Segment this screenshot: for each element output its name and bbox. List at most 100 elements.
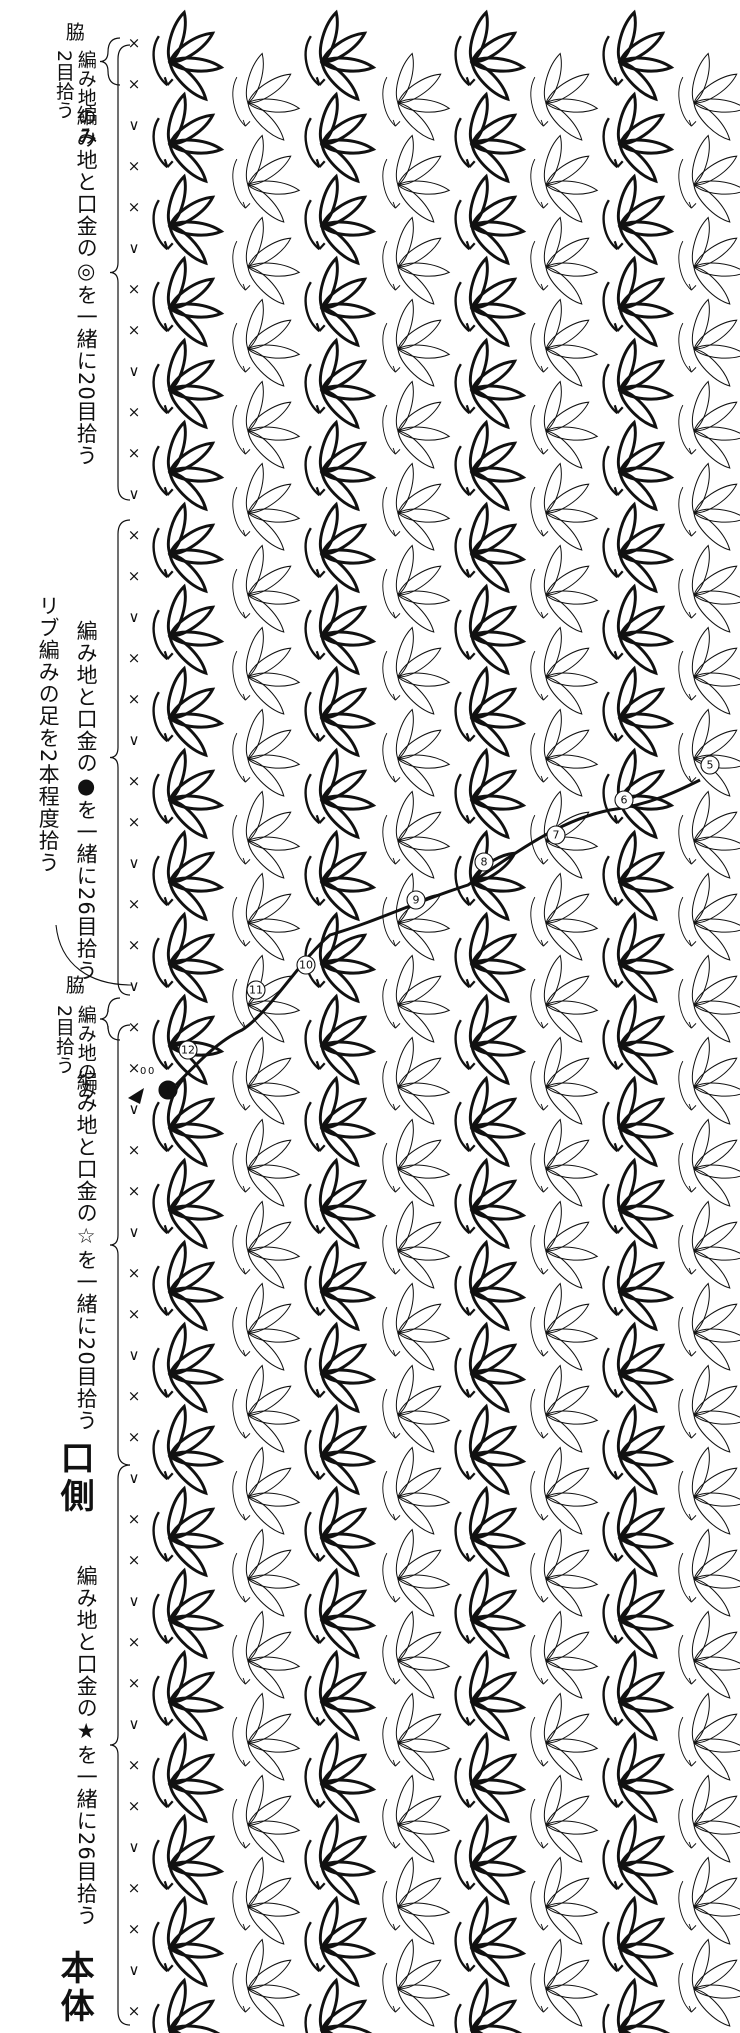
fan-stitch-thin xyxy=(374,537,457,644)
fan-stitch-thin xyxy=(670,1275,740,1382)
edge-symbol: × xyxy=(128,280,141,298)
fan-stitch-thin xyxy=(670,865,740,972)
fan-stitch-thin xyxy=(374,1275,457,1382)
fan-stitch-thin xyxy=(522,947,605,1054)
edge-symbol: × xyxy=(128,1756,141,1774)
fan-stitch-thin xyxy=(670,783,740,890)
row-path-line xyxy=(174,778,701,1087)
fan-stitch-bold xyxy=(297,1644,382,1751)
fan-stitch-thin xyxy=(374,45,457,152)
brace xyxy=(109,1024,131,1466)
fan-stitch-thin xyxy=(374,619,457,726)
fan-stitch-thin xyxy=(670,1111,740,1218)
label-side-pick-1: 編み地のみ 2目拾う xyxy=(52,50,97,145)
fan-stitch-bold xyxy=(145,332,230,439)
fan-stitch-thin xyxy=(522,127,605,234)
label-rib-note: リブ編みの足を2本程度拾う xyxy=(36,595,61,874)
fan-stitch-bold xyxy=(145,906,230,1013)
fan-stitch-thin xyxy=(522,291,605,398)
edge-symbol: × xyxy=(128,1674,141,1692)
fan-stitch-bold xyxy=(447,1972,532,2033)
fan-stitch-bold xyxy=(145,660,230,767)
fan-stitch-thin xyxy=(670,701,740,808)
svg-text:5: 5 xyxy=(707,759,714,772)
fan-stitch-thin xyxy=(522,455,605,562)
fan-stitch-thin xyxy=(374,1111,457,1218)
fan-stitch-bold xyxy=(447,86,532,193)
row-number: 1 xyxy=(158,1080,178,1100)
fan-stitch-bold xyxy=(145,496,230,603)
fan-stitch-bold xyxy=(297,1808,382,1915)
fan-stitch-thin xyxy=(670,1603,740,1710)
fan-stitch-bold xyxy=(297,496,382,603)
label-pick-dot-filled: 編み地と口金の●を一緒に26目拾う xyxy=(74,620,99,982)
fan-stitch-thin xyxy=(224,1357,307,1464)
fan-stitch-bold xyxy=(297,250,382,357)
fan-stitch-thin xyxy=(224,1931,307,2033)
edge-symbol: × xyxy=(128,1551,141,1569)
fan-stitch-thin xyxy=(522,537,605,644)
start-mark-glyph: 0 xyxy=(140,1066,146,1077)
fan-stitch-thin xyxy=(522,1849,605,1956)
fan-stitch-thin xyxy=(522,1029,605,1136)
fan-stitch-bold xyxy=(447,414,532,521)
fan-stitch-bold xyxy=(595,1726,680,1833)
fan-stitch-bold xyxy=(297,660,382,767)
fan-stitch-thin xyxy=(670,619,740,726)
rib-note-leader xyxy=(55,924,133,986)
svg-text:9: 9 xyxy=(413,894,420,907)
fan-stitch-bold xyxy=(595,824,680,931)
brace xyxy=(109,519,131,996)
fan-stitch-bold xyxy=(595,1890,680,1997)
fan-stitch-bold xyxy=(297,1398,382,1505)
fan-stitch-thin xyxy=(374,373,457,480)
fan-stitch-thin xyxy=(224,1521,307,1628)
fan-stitch-bold xyxy=(145,1972,230,2033)
edge-symbol: × xyxy=(128,198,141,216)
edge-symbol: ∨ xyxy=(129,854,140,872)
fan-stitch-thin xyxy=(224,783,307,890)
edge-symbol: ∨ xyxy=(129,485,140,503)
fan-stitch-bold xyxy=(595,1808,680,1915)
fan-stitch-bold xyxy=(145,742,230,849)
edge-symbol: × xyxy=(128,526,141,544)
title-opening: 口側 xyxy=(54,1440,95,1516)
fan-stitch-bold xyxy=(595,1234,680,1341)
fan-stitch-bold xyxy=(595,250,680,357)
edge-symbol: ∨ xyxy=(129,1592,140,1610)
fan-stitch-thin xyxy=(670,209,740,316)
fan-stitch-bold xyxy=(595,1644,680,1751)
fan-stitch-bold xyxy=(447,1070,532,1177)
fan-stitch-thin xyxy=(224,373,307,480)
fan-stitch-thin xyxy=(670,1767,740,1874)
edge-symbol: ∨ xyxy=(129,1838,140,1856)
fan-stitch-bold xyxy=(595,660,680,767)
fan-stitch-bold xyxy=(447,4,532,111)
svg-text:6: 6 xyxy=(621,794,628,807)
fan-stitch-bold xyxy=(145,1316,230,1423)
fan-stitch-bold xyxy=(447,1726,532,1833)
fan-stitch-thin xyxy=(670,947,740,1054)
edge-symbol: ∨ xyxy=(129,116,140,134)
fan-stitch-thin xyxy=(224,1439,307,1546)
fan-stitch-thin xyxy=(374,1439,457,1546)
fan-stitch-thin xyxy=(374,1193,457,1300)
fan-stitch-bold xyxy=(447,1480,532,1587)
label-pick-star-filled: 編み地と口金の★を一緒に26目拾う xyxy=(74,1565,99,1927)
row-number: 6 xyxy=(614,790,634,810)
fan-stitch-thin xyxy=(522,1931,605,2033)
edge-symbol: ∨ xyxy=(129,1961,140,1979)
fan-stitch-thin xyxy=(670,1685,740,1792)
fan-stitch-thin xyxy=(224,291,307,398)
fan-stitch-bold xyxy=(297,414,382,521)
fan-stitch-thin xyxy=(374,209,457,316)
fan-stitch-thin xyxy=(522,1357,605,1464)
edge-symbol: × xyxy=(128,1879,141,1897)
fan-stitch-bold xyxy=(447,250,532,357)
fan-stitch-thin xyxy=(224,947,307,1054)
fan-stitch-bold xyxy=(297,1562,382,1669)
svg-text:10: 10 xyxy=(299,959,313,972)
edge-symbol: ∨ xyxy=(129,608,140,626)
fan-stitch-thin xyxy=(522,1439,605,1546)
edge-symbol: ∨ xyxy=(129,1223,140,1241)
